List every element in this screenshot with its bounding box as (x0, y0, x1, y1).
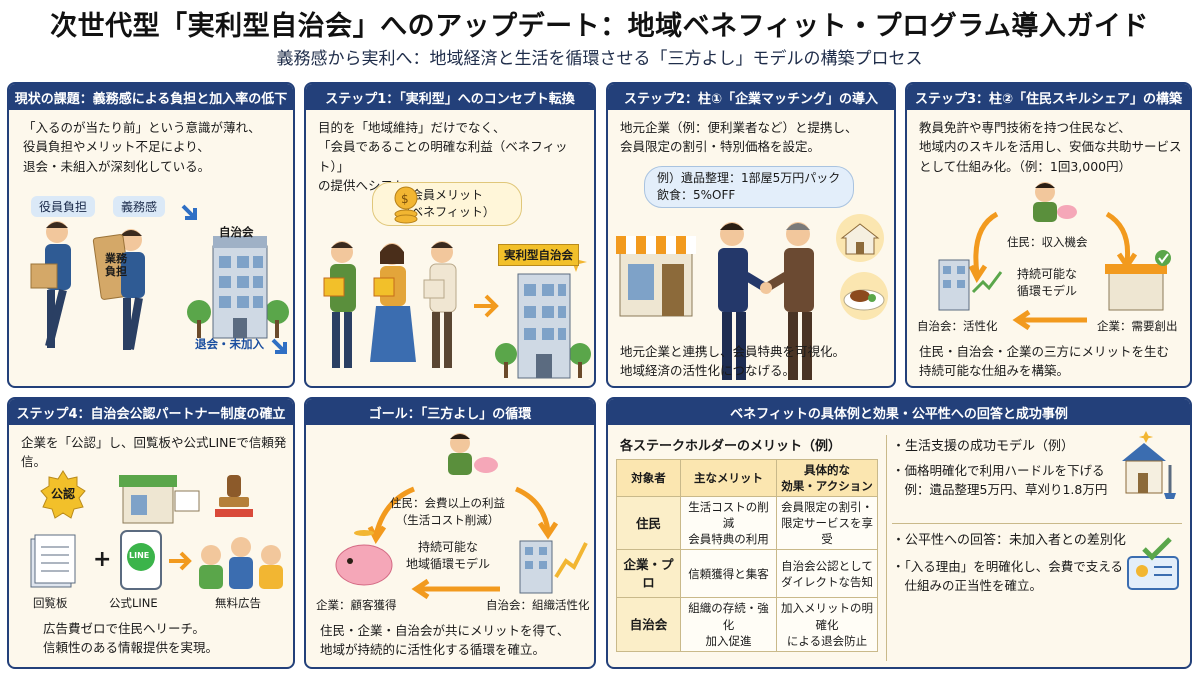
panel-current-issue: 現状の課題：義務感による負担と加入率の低下 「入るのが当たり前」という意識が薄れ… (7, 82, 295, 388)
col-merit: 主なメリット (680, 458, 777, 498)
col-action: 具体的な 効果・アクション (776, 458, 878, 498)
example-text: 例）遺品整理：1部屋5万円パック 飲食：5%OFF (657, 170, 841, 202)
goal-center: 持続可能な 地域循環モデル (406, 540, 491, 572)
row-company-action: 自治会公認として ダイレクトな告知 (776, 549, 878, 599)
fairness-body: ・「入る理由」を明確化し、会費で支える 仕組みの正当性を確立。 (892, 559, 1123, 594)
vertical-divider (886, 435, 887, 661)
fairness-title: ・公平性への回答：未加入者との差別化 (892, 533, 1126, 548)
panel-step3: ステップ3：柱②「住民スキルシェア」の構築 教員免許や専門技術を持つ住民など、 … (905, 82, 1192, 388)
row-resident-target: 住民 (616, 496, 681, 551)
food-dish-icon (840, 272, 888, 320)
smartphone-line-icon (120, 530, 162, 590)
panel-benefits: ベネフィットの具体例と効果・公平性への回答と成功事例 各ステークホルダーのメリッ… (606, 397, 1192, 669)
skill-share-cycle (938, 182, 1171, 331)
certified-badge-label: 公認 (51, 487, 76, 501)
plus-sign: + (93, 547, 112, 572)
shop-icon (616, 236, 696, 317)
case-body: ・価格明確化で利用ハードルを下げる 例：遺品整理5万円、草刈り1.8万円 (892, 463, 1108, 498)
cycle3-right: 企業：需要創出 (1097, 319, 1178, 333)
association-building-icon (187, 236, 289, 339)
current-body: 「入るのが当たり前」という意識が薄れ、 役員負担やメリット不足により、 退会・未… (23, 120, 261, 174)
box-label: 業務 負担 (105, 252, 127, 279)
cycle3-left: 自治会：活性化 (917, 319, 998, 333)
benefit-building-sign: 実利型自治会 (498, 244, 579, 266)
panel-goal-title: ゴール：「三方よし」の循環 (306, 399, 594, 425)
goal-right: 自治会：組織活性化 (486, 598, 590, 612)
table-row: 企業・プロ 信頼獲得と集客 自治会公認として ダイレクトな告知 (616, 549, 878, 599)
goal-cycle (335, 433, 588, 600)
row-company-merit: 信頼獲得と集客 (680, 549, 777, 599)
panel-step2: ステップ2：柱①「企業マッチング」の導入 地元企業（例：便利業者など）と提携し、… (606, 82, 896, 388)
step3-footer: 住民・自治会・企業の三方にメリットを生む 持続可能な仕組みを構築。 (919, 344, 1170, 379)
down-arrow-icon (181, 204, 197, 220)
happy-people-illustration (323, 241, 457, 368)
panel-step3-title: ステップ3：柱②「住民スキルシェア」の構築 (907, 84, 1190, 110)
panel-step1-title: ステップ1：「実利型」へのコンセプト転換 (306, 84, 594, 110)
label-official-line: 公式LINE (109, 596, 158, 610)
stamp-icon (215, 475, 253, 517)
table-row: 住民 生活コストの削減 会員特典の利用 会員限定の割引・ 限定サービスを享受 (616, 496, 878, 551)
line-logo-text: LINE (129, 551, 150, 560)
circular-board-icon (30, 534, 76, 588)
svg-text:$: $ (401, 192, 409, 206)
handshake-illustration (718, 222, 814, 380)
coins-icon: $ (394, 186, 418, 224)
residents-group-icon (199, 537, 283, 589)
house-cleaning-icon (1122, 431, 1176, 499)
decline-arrow-icon (271, 338, 287, 354)
certified-badge-icon (40, 470, 86, 519)
row-resident-merit: 生活コストの削減 会員特典の利用 (680, 496, 777, 551)
case-title: ・生活支援の成功モデル（例） (892, 439, 1075, 454)
horizontal-divider (892, 523, 1182, 524)
tag-officer-burden: 役員負担 (31, 196, 96, 217)
building-label: 自治会 (219, 225, 254, 239)
label-circular-board: 回覧板 (33, 596, 68, 610)
row-resident-action: 会員限定の割引・ 限定サービスを享受 (776, 496, 878, 551)
partner-shop-icon (119, 475, 200, 524)
step2-body: 地元企業（例：便利業者など）と提携し、 会員限定の割引・特別価格を設定。 (620, 120, 858, 155)
col-target: 対象者 (616, 458, 681, 498)
step3-body: 教員免許や専門技術を持つ住民など、 地域内のスキルを活用し、安価な共助サービス … (919, 120, 1182, 174)
burdened-people-illustration (30, 221, 145, 350)
table-title: 各ステークホルダーのメリット（例） (620, 439, 842, 454)
row-association-merit: 組織の存続・強化 加入促進 (680, 597, 777, 652)
goal-footer: 住民・企業・自治会が共にメリットを得て、 地域が持続的に活性化する循環を確立。 (320, 623, 570, 658)
member-merit-label: 会員メリット （ベネフィット） (399, 187, 495, 219)
row-association-action: 加入メリットの明確化 による退会防止 (776, 597, 878, 652)
member-card-check-icon (1127, 537, 1179, 590)
row-association-target: 自治会 (616, 597, 681, 652)
stakeholder-table: 対象者 主なメリット 具体的な 効果・アクション 住民 生活コストの削減 会員特… (616, 458, 878, 652)
page-subtitle: 義務感から実利へ：地域経済と生活を循環させる「三方よし」モデルの構築プロセス (276, 49, 923, 69)
step2-footer: 地元企業と連携し、会員特典を可視化。 地域経済の活性化につなげる。 (620, 344, 846, 379)
step4-body: 企業を「公認」し、回覧板や公式LINEで信頼発信。 (21, 435, 287, 470)
panel-benefits-title: ベネフィットの具体例と効果・公平性への回答と成功事例 (608, 399, 1190, 425)
right-arrow-icon (474, 294, 499, 318)
panel-step2-title: ステップ2：柱①「企業マッチング」の導入 (608, 84, 894, 110)
panel-step1: ステップ1：「実利型」へのコンセプト転換 目的を「地域維持」だけでなく、 「会員… (304, 82, 596, 388)
row-company-target: 企業・プロ (616, 549, 681, 599)
label-free-ad: 無料広告 (215, 596, 261, 610)
tag-obligation: 義務感 (113, 196, 166, 217)
example-bubble: 例）遺品整理：1部屋5万円パック 飲食：5%OFF (644, 166, 854, 208)
panel-goal: ゴール：「三方よし」の循環 住民：会費以上の利益 （生活コスト削減） 持続可能な… (304, 397, 596, 669)
table-row: 自治会 組織の存続・強化 加入促進 加入メリットの明確化 による退会防止 (616, 597, 878, 652)
goal-left: 企業：顧客獲得 (316, 598, 397, 612)
house-icon (836, 214, 884, 262)
right-arrow-icon-step4 (169, 551, 192, 571)
panel-step4: ステップ4：自治会公認パートナー制度の確立 企業を「公認」し、回覧板や公式LIN… (7, 397, 295, 669)
cycle3-center: 持続可能な 循環モデル (1017, 267, 1078, 299)
panel-step4-title: ステップ4：自治会公認パートナー制度の確立 (9, 399, 293, 425)
decline-label: 退会・未加入 (195, 337, 264, 351)
step4-footer: 広告費ゼロで住民へリーチ。 信頼性のある情報提供を実現。 (43, 621, 219, 656)
goal-top: 住民：会費以上の利益 （生活コスト削減） (390, 496, 505, 527)
cycle3-top: 住民：収入機会 (1007, 235, 1088, 249)
panel-current-title: 現状の課題：義務感による負担と加入率の低下 (9, 84, 293, 110)
page-title: 次世代型「実利型自治会」へのアップデート：地域ベネフィット・プログラム導入ガイド (50, 11, 1149, 42)
